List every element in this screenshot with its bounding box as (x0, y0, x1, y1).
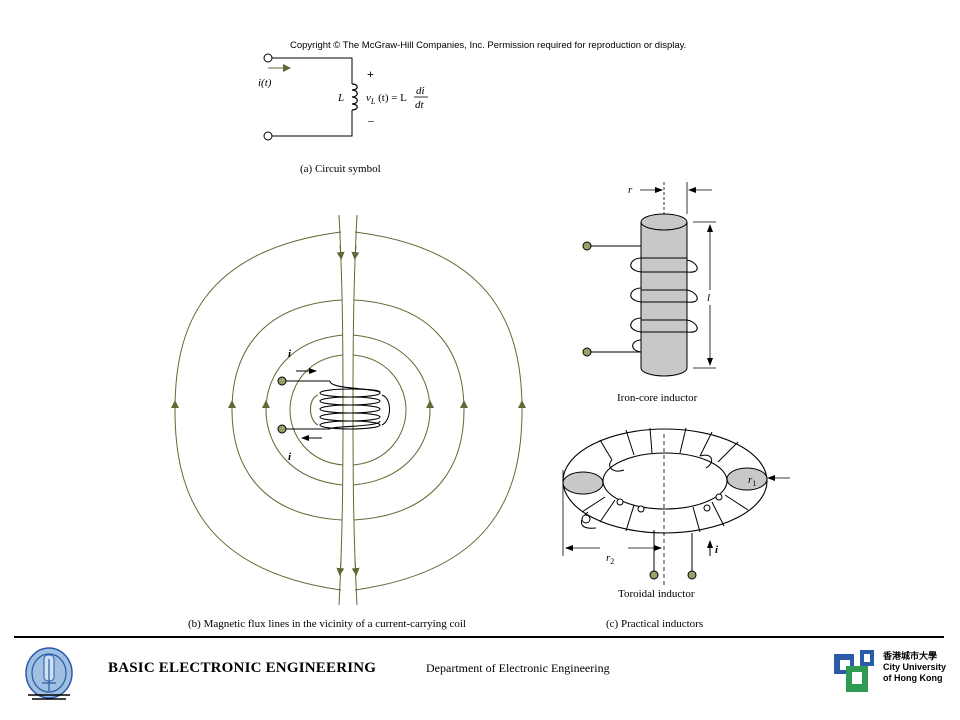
iron-core-terminal-top (582, 241, 592, 251)
equation-di: di (416, 85, 425, 97)
toroid-cross-section-left (562, 471, 604, 495)
toroid-current-label: i (715, 544, 719, 556)
minus-sign: – (367, 113, 375, 127)
iron-core-radius-label: r (628, 184, 633, 196)
iron-core-terminal-bottom (582, 347, 592, 357)
coil-terminal-top (277, 376, 287, 386)
coil-current-label-bottom: i (288, 451, 292, 463)
inductor-coil (351, 83, 358, 111)
toroidal-inductor: i r1 r2 Toroidal inductor (562, 427, 790, 600)
caption-iron-core: Iron-core inductor (617, 392, 698, 404)
iron-core-length-label: l (707, 292, 710, 304)
toroid-terminal-right (687, 570, 697, 580)
plus-sign: + (367, 67, 374, 81)
iron-core-inductor: r l Iron-core inductor (582, 182, 716, 404)
toroid-terminal-left (649, 570, 659, 580)
inductor-label: L (337, 92, 344, 104)
university-name: 香港城市大學 City University of Hong Kong (883, 651, 947, 683)
copyright-notice: Copyright © The McGraw-Hill Companies, I… (290, 40, 686, 51)
caption-flux-lines: (b) Magnetic flux lines in the vicinity … (188, 618, 466, 630)
flux-diagram (171, 214, 526, 606)
terminal-bottom (263, 131, 273, 141)
toroid-cross-section-right (726, 467, 768, 491)
equation: vL (t) = L (366, 92, 407, 106)
department-logo (25, 647, 73, 700)
coil-current-label-top: i (288, 348, 292, 360)
university-logo (834, 650, 874, 692)
terminal-top (263, 53, 273, 63)
caption-practical-inductors: (c) Practical inductors (606, 618, 703, 630)
coil-terminal-bottom (277, 424, 287, 434)
toroid-r2-label: r2 (606, 552, 614, 566)
circuit-symbol: i(t) + – L vL (t) = L di dt (a) Circuit … (258, 53, 428, 175)
current-label: i(t) (258, 77, 272, 89)
equation-dt: dt (415, 99, 425, 111)
footer-divider (14, 636, 944, 638)
caption-toroid: Toroidal inductor (618, 588, 695, 600)
caption-circuit-symbol: (a) Circuit symbol (300, 163, 381, 175)
current-carrying-coil (286, 380, 390, 430)
toroid-r1-label: r1 (748, 474, 756, 488)
course-title: BASIC ELECTRONIC ENGINEERING (108, 660, 377, 676)
department-name: Department of Electronic Engineering (426, 661, 610, 675)
